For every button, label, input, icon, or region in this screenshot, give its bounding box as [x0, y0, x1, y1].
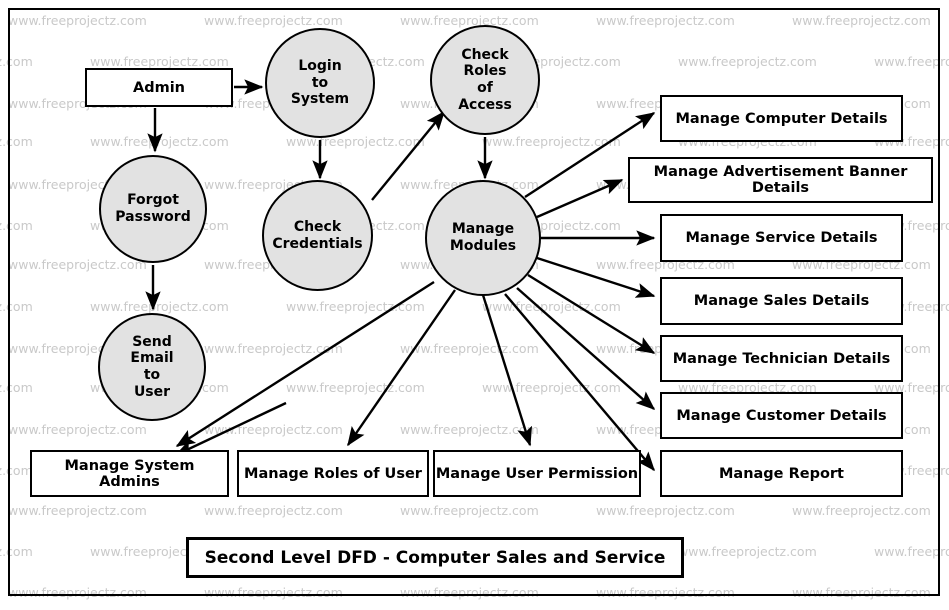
- process-login-to-system[interactable]: Login to System: [265, 28, 375, 138]
- process-forgot-password[interactable]: Forgot Password: [99, 155, 207, 263]
- datastore-manage-report[interactable]: Manage Report: [660, 450, 903, 497]
- process-check-credentials-label: Check Credentials: [272, 218, 363, 252]
- datastore-manage-computer-details[interactable]: Manage Computer Details: [660, 95, 903, 142]
- flow-modules-to-advertisement: [536, 178, 624, 219]
- process-login-to-system-label: Login to System: [290, 58, 350, 108]
- datastore-manage-customer-details[interactable]: Manage Customer Details: [660, 392, 903, 439]
- process-check-credentials[interactable]: Check Credentials: [262, 180, 373, 291]
- datastore-manage-technician-details[interactable]: Manage Technician Details: [660, 335, 903, 382]
- entity-admin-label: Admin: [132, 79, 185, 96]
- flow-check-credentials-to-check-roles: [371, 110, 445, 201]
- process-manage-modules-label: Manage Modules: [449, 221, 517, 254]
- datastore-manage-system-admins[interactable]: Manage System Admins: [30, 450, 229, 497]
- datastore-manage-sales-details[interactable]: Manage Sales Details: [660, 277, 903, 325]
- datastore-manage-roles-of-user[interactable]: Manage Roles of User: [237, 450, 429, 497]
- flow-modules-to-report: [504, 293, 655, 472]
- datastore-manage-user-permission[interactable]: Manage User Permission: [433, 450, 641, 497]
- flow-modules-to-sysadmins: [175, 280, 435, 448]
- flow-modules-to-roles: [347, 289, 456, 447]
- flow-modules-to-technician: [527, 273, 656, 355]
- entity-admin[interactable]: Admin: [85, 68, 233, 107]
- process-check-roles-of-access[interactable]: Check Roles of Access: [430, 25, 540, 135]
- datastore-manage-service-details[interactable]: Manage Service Details: [660, 214, 903, 262]
- process-check-roles-of-access-label: Check Roles of Access: [458, 46, 512, 113]
- diagram-title-box: Second Level DFD - Computer Sales and Se…: [186, 537, 684, 578]
- process-send-email-to-user-label: Send Email to User: [130, 333, 174, 400]
- diagram-title-label: Second Level DFD - Computer Sales and Se…: [204, 547, 666, 568]
- process-forgot-password-label: Forgot Password: [115, 192, 191, 225]
- flow-modules-to-customer: [516, 287, 656, 410]
- flow-modules-to-computer: [524, 111, 656, 199]
- flow-modules-to-permission: [481, 294, 533, 447]
- process-send-email-to-user[interactable]: Send Email to User: [98, 313, 206, 421]
- process-manage-modules[interactable]: Manage Modules: [425, 180, 541, 296]
- datastore-manage-advertisement-banner-details[interactable]: Manage Advertisement Banner Details: [628, 157, 933, 203]
- flow-modules-to-sales: [536, 256, 656, 298]
